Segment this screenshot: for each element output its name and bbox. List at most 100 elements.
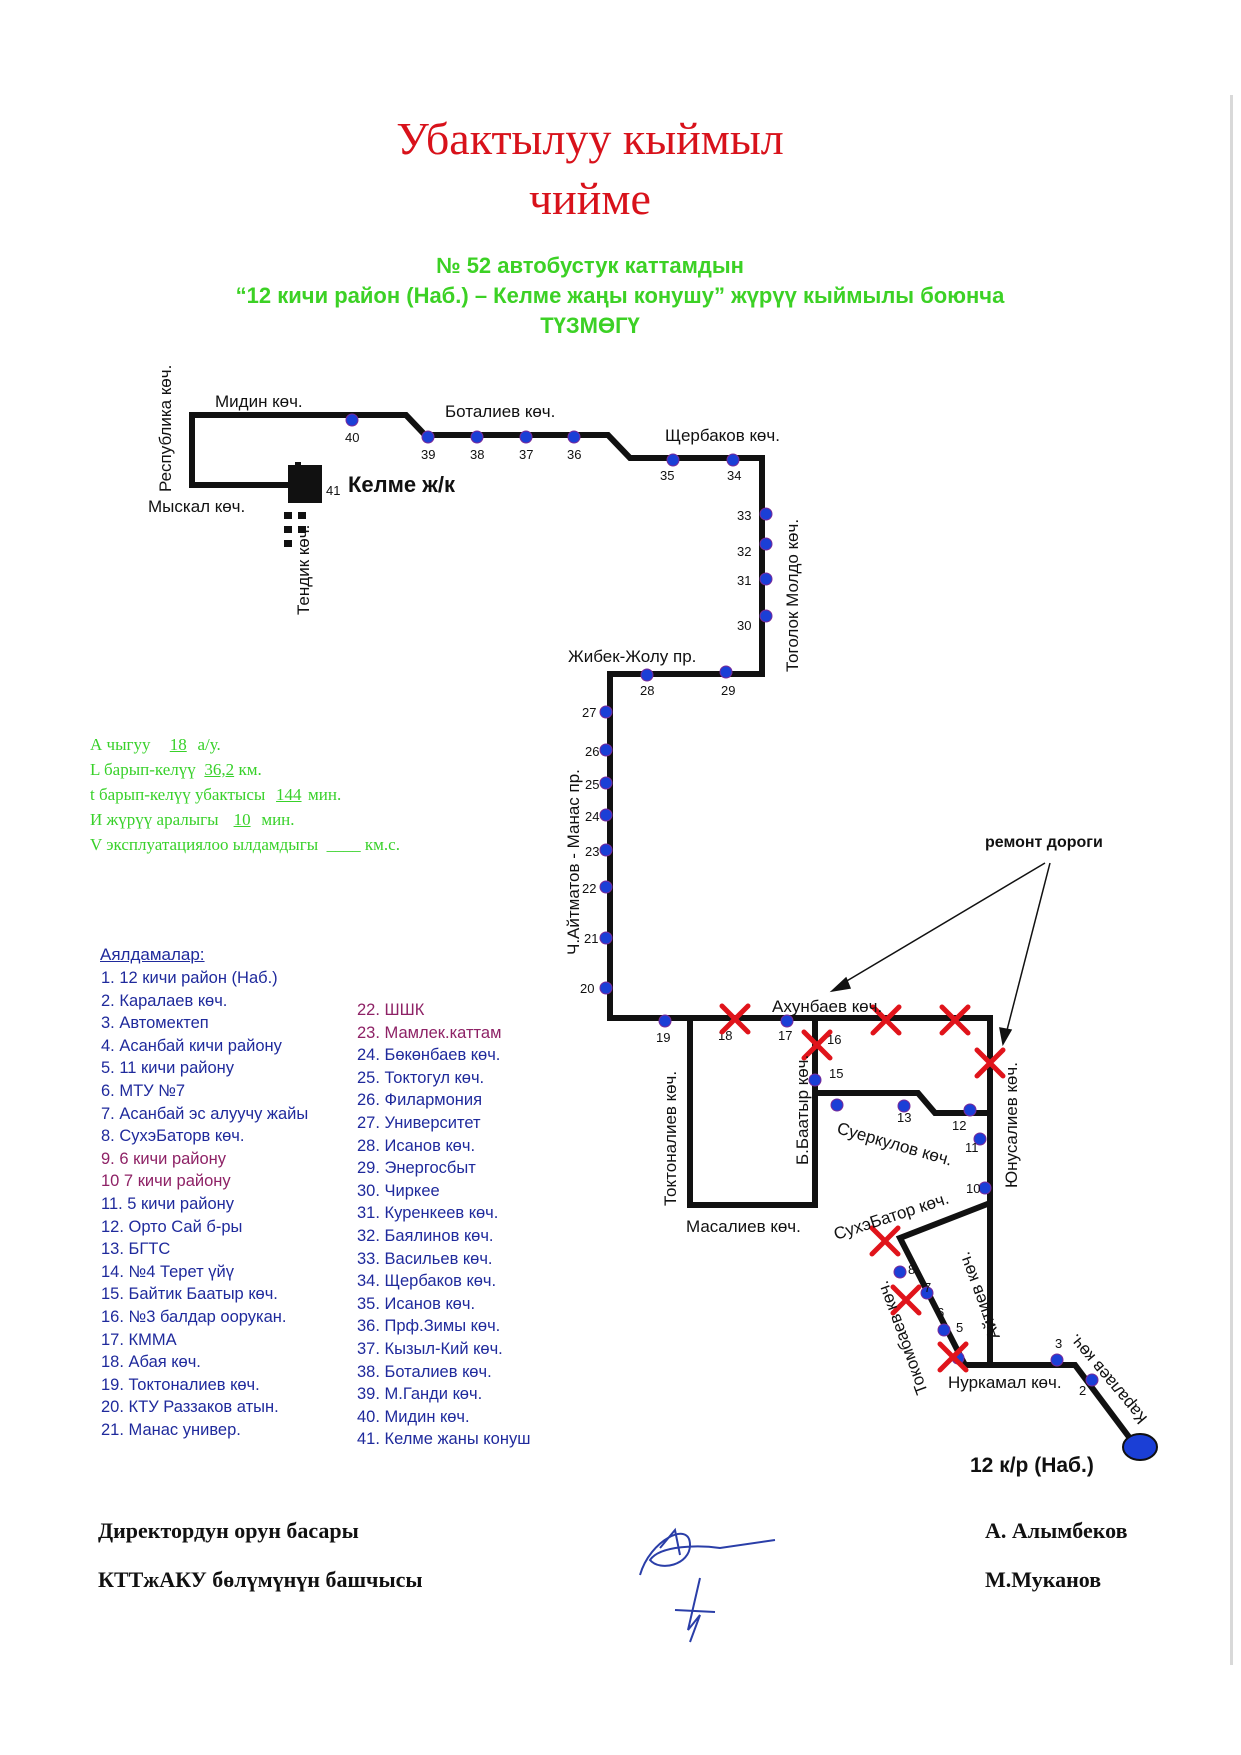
stop-dot [640, 668, 654, 682]
stop-item: 6. МТУ №7 [101, 1081, 186, 1100]
stop-item: 32. Баялинов көч. [357, 1226, 494, 1245]
stop-dot [759, 507, 773, 521]
stop-num: 2 [1079, 1383, 1086, 1398]
stop-item: 16. №3 балдар оорукан. [101, 1307, 287, 1326]
terminal-number: 41 [326, 483, 340, 498]
route-line-aitiev [965, 1203, 993, 1368]
stop-dot [658, 1014, 672, 1028]
param-t: t барып-келүү убактысы 144 мин. [90, 785, 342, 804]
stop-dot [726, 453, 740, 467]
stop-dot [830, 1098, 844, 1112]
stop-item: 7. Асанбай эс алуучу жайы [101, 1104, 309, 1123]
stop-num: 11 [965, 1140, 979, 1155]
param-l: L барып-келүү 36,2 км. [90, 760, 262, 779]
street-toktonaliev: Токтоналиев көч. [661, 1071, 680, 1206]
stop-num: 35 [660, 468, 674, 483]
stop-item: 17. КММА [101, 1330, 177, 1349]
page-edge [0, 95, 1233, 1665]
stop-dot [973, 1132, 987, 1146]
stop-dot [599, 776, 613, 790]
stop-num: 28 [640, 683, 654, 698]
stop-item: 25. Токтогул көч. [357, 1068, 485, 1087]
stop-dot [345, 413, 359, 427]
stop-dot [780, 1014, 794, 1028]
stop-item: 23. Мамлек.каттам [357, 1023, 502, 1042]
stop-dot [897, 1099, 911, 1113]
stop-dot [599, 705, 613, 719]
street-respublika: Республика көч. [156, 365, 175, 492]
stop-num: 26 [585, 744, 599, 759]
street-masaliev: Масалиев көч. [686, 1217, 801, 1236]
stop-dot [470, 430, 484, 444]
stop-item: 8. СухэБаторв көч. [101, 1127, 245, 1146]
street-zhibek: Жибек-Жолу пр. [568, 647, 696, 666]
stop-num: 19 [656, 1030, 670, 1045]
street-midin: Мидин көч. [215, 392, 303, 411]
stop-num: 34 [727, 468, 741, 483]
param-i: И жүрүү аралыгы 10 мин. [90, 810, 295, 829]
stop-num: 6 [937, 1305, 944, 1320]
stop-item: 40. Мидин көч. [357, 1407, 470, 1426]
cross-icon [801, 1029, 833, 1061]
stop-num: 16 [827, 1032, 841, 1047]
stop-num: 5 [956, 1320, 963, 1335]
stop-item: 5. 11 кичи району [101, 1059, 234, 1078]
stop-item: 11. 5 кичи району [101, 1194, 234, 1213]
street-sherbakov: Щербаков көч. [665, 426, 780, 445]
stop-dot [599, 843, 613, 857]
stop-item: 1. 12 кичи район (Наб.) [101, 969, 278, 987]
title-line-2: чийме [529, 173, 651, 224]
signer-title-1: Директордун орун басары [98, 1518, 359, 1543]
signer-title-2: КТТжАКУ бөлүмүнүн башчысы [98, 1567, 423, 1592]
stop-dot [893, 1265, 907, 1279]
repair-label: ремонт дороги [985, 834, 1103, 851]
stop-num: 30 [737, 618, 751, 633]
stop-dot [759, 537, 773, 551]
stop-item: 2. Каралаев көч. [101, 991, 228, 1010]
stop-dot [599, 743, 613, 757]
stop-dot [759, 572, 773, 586]
stop-num: 25 [585, 777, 599, 792]
stop-item: 18. Абая көч. [101, 1353, 201, 1372]
stop-dot [666, 453, 680, 467]
stop-item: 21. Манас универ. [101, 1420, 241, 1439]
stop-item: 10 7 кичи району [101, 1172, 231, 1191]
street-nurkamal: Нуркамал көч. [948, 1373, 1062, 1392]
stop-num: 12 [952, 1118, 966, 1133]
signature-2 [674, 1577, 716, 1643]
stop-dot [599, 880, 613, 894]
cross-icon [719, 1003, 751, 1035]
stop-num: 27 [582, 705, 596, 720]
stop-dot [920, 1286, 934, 1300]
header-line-3: ТҮЗМӨГҮ [540, 313, 640, 338]
stops-list-1: 1. 12 кичи район (Наб.) 2. Каралаев көч.… [101, 967, 308, 1441]
stop-num: 17 [778, 1028, 792, 1043]
stop-num: 24 [585, 809, 599, 824]
stop-num: 29 [721, 683, 735, 698]
street-tendik: Тендик көч. [294, 525, 313, 615]
stop-item: 34. Щербаков көч. [357, 1272, 497, 1291]
stop-item: 33. Васильев көч. [357, 1249, 493, 1268]
route-line-loop-west [687, 1018, 818, 1208]
stop-item: 24. Бөкөнбаев көч. [357, 1046, 501, 1065]
terminal-parking-icon [284, 512, 306, 547]
stop-dot [519, 430, 533, 444]
cross-icon [890, 1284, 922, 1316]
stop-dot [963, 1103, 977, 1117]
street-togolok: Тоголок Молдо көч. [783, 519, 802, 672]
stop-dot [759, 609, 773, 623]
stop-num: 22 [582, 881, 596, 896]
stop-num: 20 [580, 981, 594, 996]
street-baatyr: Б.Баатыр көч. [793, 1055, 812, 1165]
route-line-main [189, 412, 1138, 1447]
stop-item: 13. БГТС [101, 1240, 171, 1259]
stop-num: 33 [737, 508, 751, 523]
stop-item: 26. Филармония [357, 1091, 483, 1110]
title-line-1: Убактылуу кыймыл [396, 113, 784, 164]
stop-dot [937, 1323, 951, 1337]
stop-dot [1085, 1373, 1099, 1387]
cross-icon [869, 1225, 901, 1257]
street-suerkulov: Суеркулов көч. [835, 1119, 955, 1170]
cross-icon [870, 1004, 902, 1036]
